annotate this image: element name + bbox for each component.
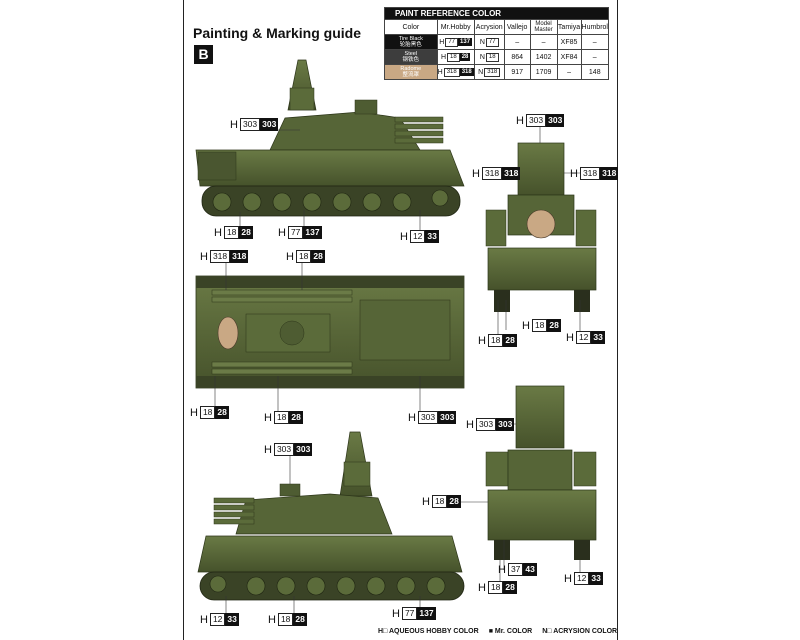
humbrol-code: 148	[580, 64, 610, 80]
page-title: Painting & Marking guide	[193, 25, 362, 41]
page-border-right	[617, 0, 618, 640]
color-name: Tire Black	[398, 36, 423, 42]
color-name: Radome	[400, 66, 422, 72]
color-name-cn: 轮胎黑色	[399, 42, 422, 48]
vehicle-top-view	[195, 275, 465, 389]
legend-aqueous: H□ AQUEOUS HOBBY COLOR	[378, 628, 479, 635]
vehicle-side-view-right	[197, 431, 465, 601]
legend-acrysion: N□ ACRYSION COLOR	[542, 628, 618, 635]
color-legend: H□ AQUEOUS HOBBY COLOR ■ Mr. COLOR N□ AC…	[378, 628, 617, 635]
color-name: Steel	[404, 51, 418, 57]
vehicle-front-view	[485, 142, 597, 312]
page-border-left	[183, 0, 184, 640]
legend-mr-color: ■ Mr. COLOR	[488, 628, 533, 635]
color-name-cn: 整流罩	[402, 72, 420, 78]
vallejo-code: 917	[503, 64, 531, 80]
vehicle-rear-view	[485, 385, 597, 560]
color-name-cn: 钢铁色	[402, 57, 420, 63]
table-title: PAINT REFERENCE COLOR	[384, 7, 609, 20]
vehicle-side-view-left	[195, 59, 465, 217]
paint-reference-table: PAINT REFERENCE COLOR Color Mr.Hobby Acr…	[384, 7, 610, 80]
section-badge: B	[194, 45, 213, 64]
